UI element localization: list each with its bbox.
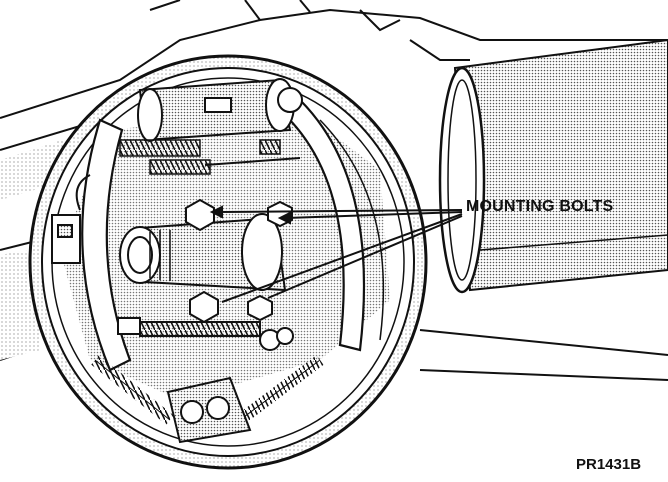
spindle <box>119 213 287 292</box>
axle-tube <box>438 38 668 294</box>
upper-springs <box>75 139 301 211</box>
axle-housing <box>0 0 668 381</box>
mounting-bolts-label: MOUNTING BOLTS <box>466 198 614 215</box>
callout-leaders <box>209 205 463 303</box>
anchor-plate <box>166 376 252 444</box>
brake-line <box>117 317 294 351</box>
brake-shoes <box>81 98 385 372</box>
left-bracket <box>51 214 81 264</box>
mounting-bolts <box>185 198 293 324</box>
lower-springs <box>91 355 324 425</box>
figure-id: PR1431B <box>576 456 642 473</box>
wheel-cylinder <box>137 78 303 142</box>
